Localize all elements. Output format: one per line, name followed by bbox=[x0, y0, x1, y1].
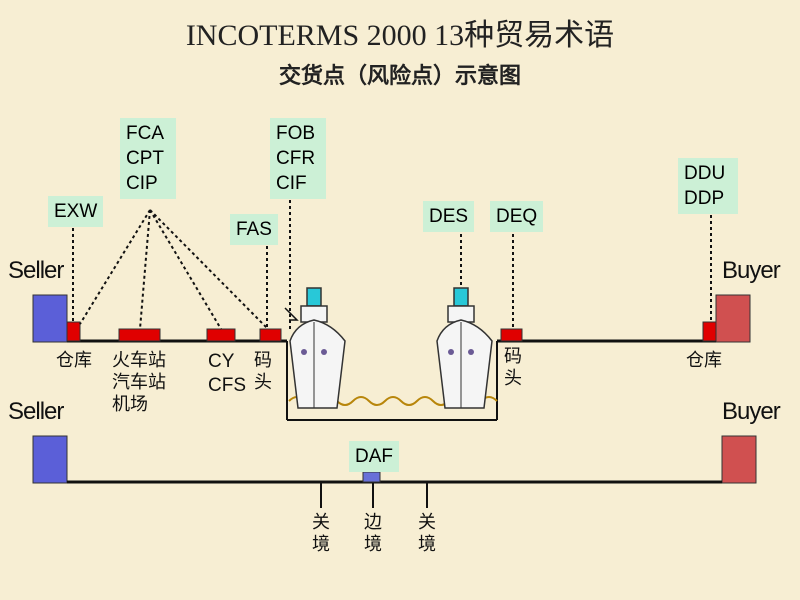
term-cfr: CFR bbox=[276, 148, 316, 169]
buyer-block-bottom bbox=[721, 435, 757, 484]
place-customs-left: 关 境 bbox=[312, 512, 330, 556]
place-border: 边 境 bbox=[364, 512, 382, 556]
term-ddu-group: DDU DDP bbox=[678, 158, 738, 214]
place-wharf-dest: 码 头 bbox=[504, 346, 522, 390]
diagram-title: INCOTERMS 2000 13种贸易术语 bbox=[185, 19, 615, 52]
point-exw bbox=[66, 321, 81, 342]
place-warehouse-seller: 仓库 bbox=[56, 350, 92, 371]
place-station: 火车站 汽车站 机场 bbox=[112, 350, 166, 416]
point-station bbox=[118, 328, 161, 342]
term-deq: DEQ bbox=[490, 201, 544, 232]
term-cip: CIP bbox=[126, 173, 158, 194]
point-cy bbox=[206, 328, 236, 342]
term-cif: CIF bbox=[276, 173, 307, 194]
seller-block-top bbox=[32, 294, 68, 343]
place-wharf-origin-2: 头 bbox=[254, 372, 272, 393]
term-ddu: DDU bbox=[684, 163, 726, 184]
term-ddp: DDP bbox=[684, 188, 725, 209]
place-customs-right-1: 关 bbox=[418, 512, 436, 533]
place-railway-station: 火车站 bbox=[112, 350, 166, 371]
place-wharf-origin: 码 头 bbox=[254, 350, 272, 394]
seller-label-top: Seller bbox=[8, 257, 64, 284]
diagram-subtitle: 交货点（风险点）示意图 bbox=[278, 64, 521, 89]
leader-fca-exw bbox=[79, 209, 151, 325]
term-cpt: CPT bbox=[126, 148, 164, 169]
place-wharf-dest-2: 头 bbox=[504, 368, 522, 389]
fob-rail-hook bbox=[284, 307, 299, 321]
place-airport: 机场 bbox=[112, 394, 148, 415]
ship-origin-icon bbox=[289, 287, 346, 409]
leader-fca-fas bbox=[149, 209, 269, 330]
buyer-label-bottom: Buyer bbox=[722, 398, 781, 425]
term-fob-group: FOB CFR CIF bbox=[270, 118, 326, 199]
point-daf bbox=[362, 471, 381, 483]
place-customs-left-2: 境 bbox=[312, 534, 330, 555]
seller-block-bottom bbox=[32, 435, 68, 484]
place-customs-right: 关 境 bbox=[418, 512, 436, 556]
point-ddu bbox=[702, 321, 717, 342]
term-fas: FAS bbox=[230, 214, 278, 245]
term-daf: DAF bbox=[349, 441, 399, 472]
place-cy-cfs: CY CFS bbox=[208, 350, 246, 398]
place-wharf-dest-1: 码 bbox=[504, 346, 522, 367]
term-fca-group: FCA CPT CIP bbox=[120, 118, 176, 199]
term-fca: FCA bbox=[126, 123, 164, 144]
point-deq bbox=[500, 328, 523, 342]
place-wharf-origin-1: 码 bbox=[254, 350, 272, 371]
ship-dest-icon bbox=[436, 287, 493, 409]
place-warehouse-buyer: 仓库 bbox=[686, 350, 722, 371]
term-des: DES bbox=[423, 201, 475, 232]
buyer-block-top bbox=[715, 294, 751, 343]
place-cfs: CFS bbox=[208, 375, 246, 396]
place-customs-left-1: 关 bbox=[312, 512, 330, 533]
term-fob: FOB bbox=[276, 123, 316, 144]
term-exw: EXW bbox=[48, 196, 104, 227]
place-customs-right-2: 境 bbox=[418, 534, 436, 555]
leader-fca-cy bbox=[149, 209, 222, 330]
buyer-label-top: Buyer bbox=[722, 257, 781, 284]
seller-label-bottom: Seller bbox=[8, 398, 64, 425]
leader-fca-station bbox=[139, 209, 151, 330]
place-bus-station: 汽车站 bbox=[112, 372, 166, 393]
place-border-1: 边 bbox=[364, 512, 382, 533]
place-border-2: 境 bbox=[364, 534, 382, 555]
place-cy: CY bbox=[208, 351, 235, 372]
point-fas bbox=[259, 328, 282, 342]
